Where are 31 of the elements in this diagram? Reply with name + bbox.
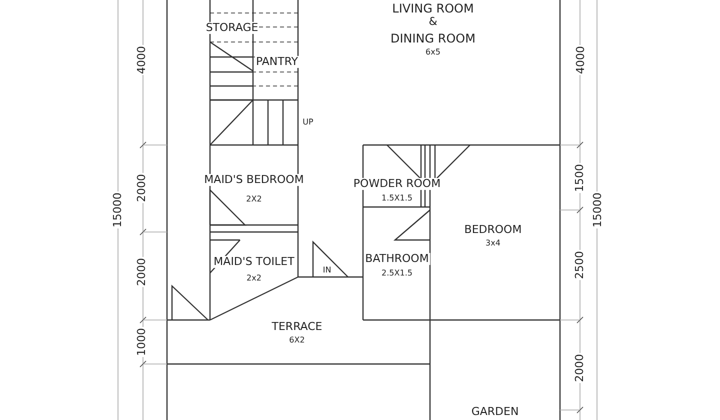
room-label: GARDEN [470, 406, 520, 418]
dimension-label: 15000 [592, 192, 604, 228]
room-label: 1.5X1.5 [380, 194, 414, 204]
room-label: 3x4 [484, 240, 502, 248]
dimension-label: 2000 [136, 173, 148, 203]
room-label: TERRACE [270, 320, 324, 334]
room-label: STORAGE [204, 22, 260, 34]
room-label: 2.5X1.5 [380, 270, 414, 278]
room-label: DINING ROOM [390, 32, 476, 46]
room-label: 2X2 [245, 196, 263, 204]
dimension-label: 2000 [136, 257, 148, 287]
dimension-label: 2000 [574, 353, 586, 383]
room-label: 2x2 [246, 274, 262, 284]
room-label: BEDROOM [463, 224, 523, 236]
dimension-label: 4000 [136, 45, 148, 75]
dimension-label: 15000 [112, 192, 124, 228]
room-label: POWDER ROOM [352, 178, 442, 190]
room-label: MAID'S BEDROOM [203, 174, 305, 186]
dimension-label: 1500 [574, 163, 586, 193]
room-label: MAID'S TOILET [212, 256, 296, 268]
room-label: LIVING ROOM [391, 2, 475, 16]
room-label: PANTRY [254, 56, 300, 68]
dimension-label: 2500 [574, 250, 586, 280]
room-label: 6X2 [288, 336, 306, 346]
room-label: BATHROOM [364, 252, 430, 266]
dimension-label: 4000 [574, 45, 588, 75]
room-label: IN [322, 266, 332, 276]
room-label: UP [302, 118, 314, 128]
dimension-label: 1000 [136, 327, 148, 357]
room-label: & [428, 16, 438, 28]
room-label: 6x5 [424, 48, 442, 58]
